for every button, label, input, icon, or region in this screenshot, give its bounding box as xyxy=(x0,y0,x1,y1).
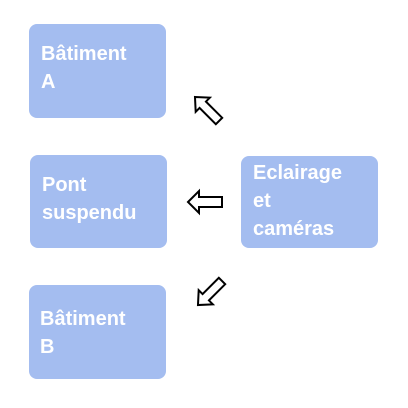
arrow-to-batiment-a-icon xyxy=(193,95,224,126)
arrow-to-pont-suspendu-icon xyxy=(186,188,223,216)
node-batiment-b: Bâtiment B xyxy=(29,285,166,379)
arrow-to-batiment-b-icon xyxy=(196,276,227,307)
node-batiment-a: Bâtiment A xyxy=(29,24,166,118)
node-pont-suspendu: Pont suspendu xyxy=(30,155,167,248)
node-eclairage-cameras: Eclairage et caméras xyxy=(241,156,378,248)
